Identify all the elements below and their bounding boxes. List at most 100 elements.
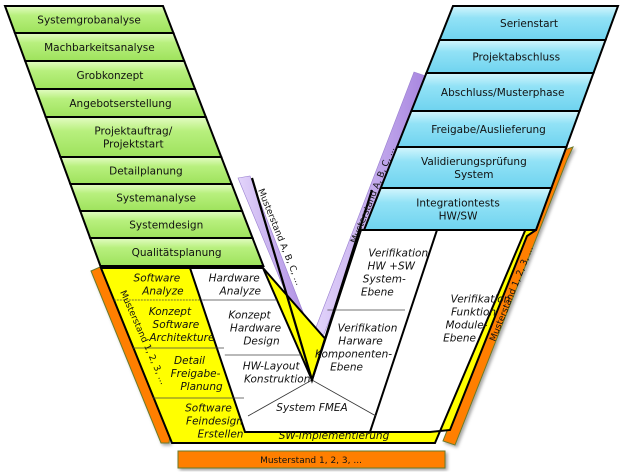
left-phase-box: Systemanalyse	[68, 183, 244, 212]
right-phase-label: Projektabschluss	[472, 52, 560, 64]
right-phase-label-line: Freigabe/Auslieferung	[431, 124, 546, 136]
verification-step-label-line: System-	[363, 274, 406, 286]
left-phase-label-line: Machbarkeitsanalyse	[44, 42, 155, 54]
verification-step-label-line: Verifikation	[368, 248, 428, 260]
hardware-step-label-line: Konzept	[228, 310, 271, 322]
system-fmea-label: System FMEA	[276, 402, 347, 414]
left-phase-label-line: Systemgrobanalyse	[37, 15, 141, 27]
left-phase-label: Machbarkeitsanalyse	[44, 42, 155, 54]
software-step-label-line: Freigabe-	[171, 368, 221, 380]
right-phase-box: Projektabschluss	[424, 39, 607, 74]
software-step-label-line: Erstellen	[198, 429, 244, 441]
left-phase-label: Angebotserstellung	[69, 98, 171, 110]
left-phase-label: Systemgrobanalyse	[37, 15, 141, 27]
left-phase-label: Detailplanung	[109, 166, 183, 178]
left-phase-column: SystemgrobanalyseMachbarkeitsanalyseGrob…	[3, 5, 265, 267]
left-phase-label: Systemanalyse	[116, 193, 196, 205]
module-verification-line: Ebene	[443, 333, 476, 345]
module-verification-line: Verifikation	[451, 294, 511, 306]
left-phase-label: Systemdesign	[129, 220, 203, 232]
left-phase-label: Qualitätsplanung	[132, 247, 222, 259]
verification-step-label-line: Ebene	[330, 362, 363, 374]
left-phase-label: Grobkonzept	[77, 70, 144, 82]
left-phase-label-line: Projektauftrag/	[94, 126, 172, 138]
left-phase-box: Detailplanung	[58, 156, 234, 185]
hardware-step-label-line: Hardware	[209, 273, 260, 285]
software-step-label-line: Konzept	[149, 306, 192, 318]
left-phase-label-line: Systemdesign	[129, 220, 203, 232]
software-step-label-line: Planung	[180, 381, 223, 393]
v-notch	[250, 177, 374, 384]
left-phase-box: Grobkonzept	[23, 60, 197, 90]
right-phase-label-line: HW/SW	[439, 211, 478, 223]
right-phase-label-line: System	[454, 169, 493, 181]
right-phase-label-line: Abschluss/Musterphase	[441, 87, 565, 99]
right-phase-label: Freigabe/Auslieferung	[431, 124, 546, 136]
left-phase-box: Systemgrobanalyse	[3, 5, 175, 34]
hardware-step-label-line: Konstruktion	[244, 374, 310, 386]
software-step-label-line: Architekture	[148, 332, 214, 344]
verification-step-label-line: Verifikation	[338, 323, 398, 335]
right-phase-box: Serienstart	[438, 5, 620, 41]
left-phase-box: Machbarkeitsanalyse	[13, 32, 186, 62]
software-step-label-line: Software	[134, 273, 181, 285]
left-phase-label-line: Systemanalyse	[116, 193, 196, 205]
hardware-step-label-line: Analyze	[219, 286, 261, 298]
software-step-label-line: Software	[153, 319, 200, 331]
verification-step-label-line: Komponenten-	[315, 349, 392, 361]
module-verification-line: Module-	[446, 320, 488, 332]
software-step-label-line: Analyze	[141, 286, 183, 298]
verification-step-label-line: Ebene	[361, 287, 394, 299]
right-phase-label: Abschluss/Musterphase	[441, 87, 565, 99]
system-fmea-area: System FMEA	[247, 379, 377, 417]
left-phase-box: Systemdesign	[78, 210, 255, 239]
verification-step-label-line: HW +SW	[368, 261, 416, 273]
right-phase-label-line: Serienstart	[500, 18, 558, 30]
right-phase-label-line: Validierungsprüfung	[421, 156, 527, 168]
musterstand-123-bottom-bar	[177, 450, 446, 469]
sw-implementierung-label: SW-Implementierung	[279, 430, 390, 442]
software-step-label-line: Software	[185, 403, 232, 415]
verification-step-label-line: Harware	[338, 336, 382, 348]
left-phase-box: Angebotserstellung	[34, 88, 208, 118]
right-phase-label-line: Projektabschluss	[472, 52, 560, 64]
left-phase-label-line: Qualitätsplanung	[132, 247, 222, 259]
left-phase-label: Projektauftrag/Projektstart	[94, 126, 172, 151]
musterstand-123-bottom-label: Musterstand 1, 2, 3, ...	[260, 456, 362, 466]
software-step-label-line: Feindesign	[186, 416, 243, 428]
left-phase-box: Qualitätsplanung	[88, 237, 265, 267]
right-phase-label-line: Integrationtests	[416, 198, 500, 210]
left-phase-box: Projektauftrag/Projektstart	[44, 116, 223, 158]
right-phase-column: SerienstartProjektabschlussAbschluss/Mus…	[362, 5, 620, 231]
hardware-step-label-line: Hardware	[230, 323, 281, 335]
left-phase-label-line: Grobkonzept	[77, 70, 144, 82]
left-phase-label-line: Detailplanung	[109, 166, 183, 178]
software-step-label-line: Detail	[174, 355, 205, 367]
hardware-step-label-line: Design	[243, 336, 279, 348]
left-phase-label-line: Angebotserstellung	[69, 98, 171, 110]
